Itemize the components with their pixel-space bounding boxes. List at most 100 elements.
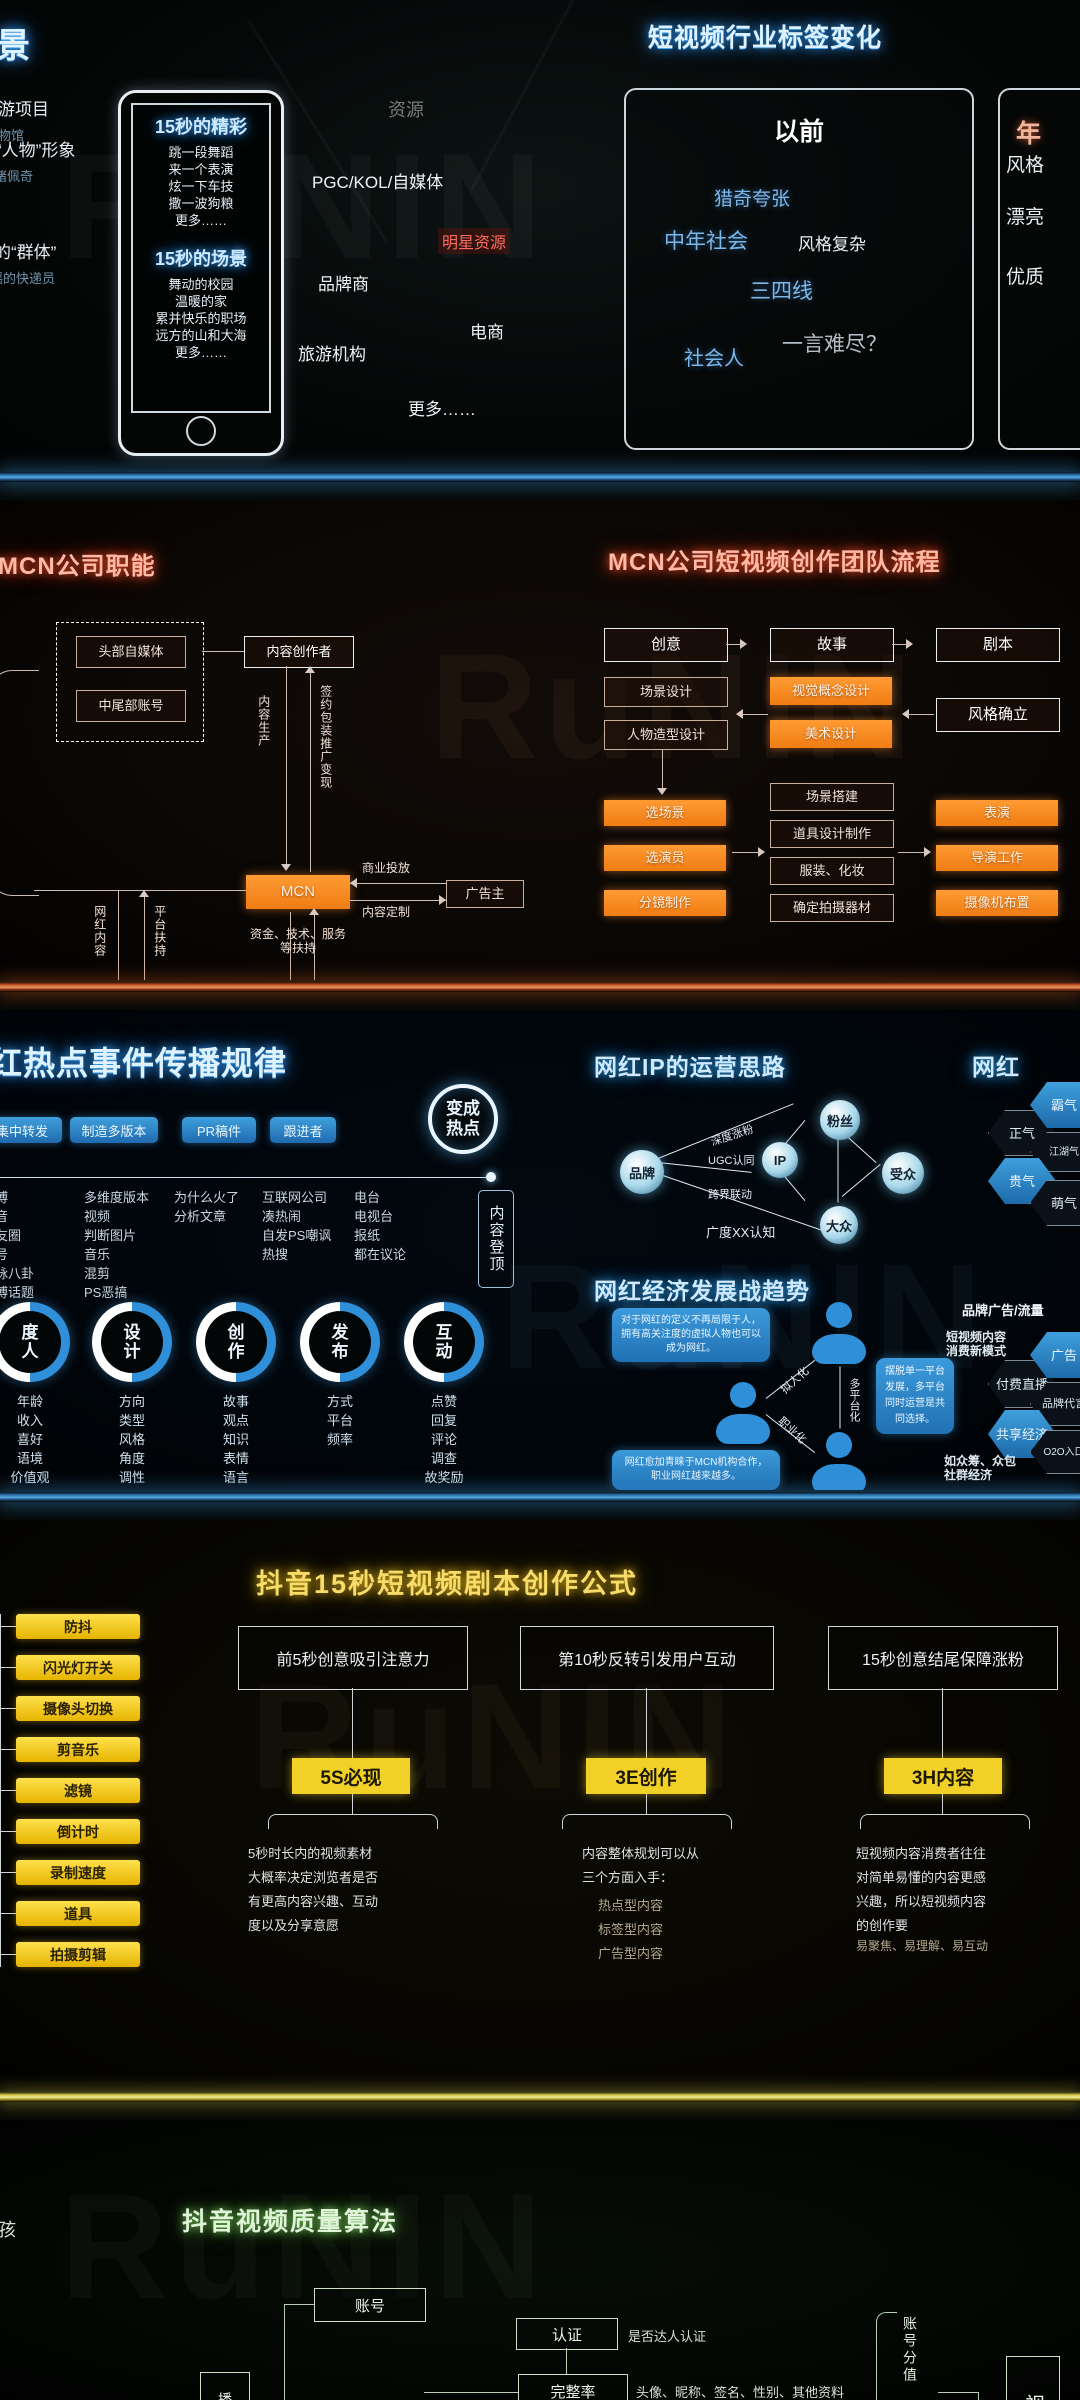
list-item: 脉脉八卦 [0, 1266, 35, 1281]
flow-box-choose-scene: 选场景 [604, 800, 726, 826]
band3-heading-right: 网红 [972, 1054, 1020, 1080]
ring-label-2: 创作 [205, 1311, 267, 1373]
connector [732, 852, 760, 853]
econ-bubble-1: 网红愈加青睐于MCN机构合作，职业网红越来越多。 [612, 1450, 780, 1490]
before-tag: 风格复杂 [798, 235, 866, 254]
arrow-up-icon [139, 890, 149, 897]
connector [118, 890, 119, 980]
body-line: 兴趣，所以短视频内容 [856, 1894, 987, 1909]
box-play: 播放 [200, 2372, 250, 2400]
phone-list-1-item: 撒一波狗粮 [168, 196, 234, 211]
band2-heading-right: MCN公司短视频创作团队流程 [608, 549, 941, 576]
flow-box-choose-actor: 选演员 [604, 845, 726, 871]
band5-left-text: 孩 [0, 2220, 16, 2240]
econ-bubble-0: 对于网红的定义不再局限于人，拥有高关注度的虚拟人物也可以成为网红。 [612, 1308, 770, 1362]
side-tick [0, 1913, 16, 1914]
before-title: 以前 [773, 118, 824, 146]
list-item: 评论 [430, 1432, 457, 1447]
ip-edge-label: 深度涨粉 [709, 1123, 756, 1149]
connector [892, 644, 910, 645]
formula-body-2: 短视频内容消费者往往 对简单易懂的内容更感 兴趣，所以短视频内容 的创作要 [856, 1842, 986, 1938]
list-item: 微博话题 [0, 1285, 35, 1300]
timeline [0, 1177, 490, 1178]
side-button[interactable]: 闪光灯开关 [16, 1655, 140, 1680]
side-button[interactable]: 录制速度 [16, 1860, 140, 1885]
phone-list-2-item: 温暖的家 [174, 294, 227, 309]
side-tick [0, 1667, 16, 1668]
list-item: 判断图片 [84, 1228, 137, 1243]
flow-box-equipment: 确定拍摄器材 [770, 894, 894, 922]
left-item-sub-2: 摇的快递员 [0, 271, 56, 286]
box-mid-tail-account: 中尾部账号 [76, 690, 186, 722]
algo-desc-0: 是否达人认证 [628, 2329, 707, 2344]
phone-screen: 15秒的精彩 跳一段舞蹈 来一个表演 炫一下车技 撒一波狗粮 更多…… 15秒的… [131, 103, 271, 413]
flow-box-props: 道具设计制作 [770, 820, 894, 848]
arrow-left-icon [350, 878, 357, 888]
resources-item: 电商 [470, 323, 504, 342]
side-button[interactable]: 道具 [16, 1901, 140, 1926]
now-title: 年 [1016, 120, 1042, 148]
algo-desc-1: 头像、昵称、签名、性别、其他资料 [636, 2385, 845, 2400]
side-button[interactable]: 拍摄剪辑 [16, 1942, 140, 1967]
person-icon [812, 1302, 866, 1364]
pill-item[interactable]: 跟进者 [270, 1117, 336, 1143]
body-line: 大概率决定浏览者是否 [248, 1870, 379, 1885]
pill-item[interactable]: PR稿件 [182, 1117, 256, 1143]
connector [424, 2392, 518, 2393]
hot-circle-label: 变成热点 [446, 1099, 480, 1138]
pill-item[interactable]: 制造多版本 [70, 1117, 158, 1143]
list-item: 混剪 [84, 1266, 111, 1281]
ring-4: 互动 [404, 1302, 484, 1382]
column-list-2: 为什么火了 分析文章 [174, 1188, 239, 1226]
phone-list-1-item: 炫一下车技 [168, 179, 234, 194]
band5-heading: 抖音视频质量算法 [182, 2208, 399, 2236]
formula-top-box-0: 前5秒创意吸引注意力 [238, 1626, 468, 1690]
ring-1: 设计 [92, 1302, 172, 1382]
before-tag: 中年社会 [664, 230, 748, 253]
phone-list-2-item: 远方的山和大海 [155, 328, 247, 343]
formula-sub-1: 热点型内容 标签型内容 广告型内容 [598, 1894, 663, 1966]
hot-circle: 变成热点 [428, 1084, 498, 1154]
ip-node-public: 大众 [820, 1206, 858, 1244]
connector [908, 714, 934, 715]
ring-label-0: 度人 [0, 1311, 61, 1373]
side-button[interactable]: 防抖 [16, 1614, 140, 1639]
band3-heading-left: 红热点事件传播规律 [0, 1045, 288, 1081]
list-item: 都在议论 [354, 1247, 407, 1262]
side-button[interactable]: 剪音乐 [16, 1737, 140, 1762]
ip-node-ip: IP [762, 1142, 798, 1178]
ring-caption-0: 年龄 收入 喜好 语境 价值观 [0, 1392, 66, 1487]
side-button[interactable]: 摄像头切换 [16, 1696, 140, 1721]
list-item: 收入 [16, 1413, 43, 1428]
label-funds-support: 资金、技术、服务等扶持 [249, 927, 346, 955]
band1-heading-left: 景 [0, 27, 31, 65]
side-button[interactable]: 滤镜 [16, 1778, 140, 1803]
algo-box-1: 完整率 [518, 2374, 628, 2400]
list-item: 回复 [430, 1413, 457, 1428]
list-item: 抖音 [0, 1209, 9, 1224]
connector [352, 1688, 353, 1758]
flow-box-director-work: 导演工作 [936, 845, 1058, 871]
arrow-right-icon [439, 895, 446, 905]
connector [898, 852, 926, 853]
ip-node-fans: 粉丝 [820, 1100, 860, 1140]
label-commercial: 商业投放 [362, 861, 411, 875]
econ-edge-label: 职业化 [775, 1415, 809, 1447]
side-button[interactable]: 倒计时 [16, 1819, 140, 1844]
phone-list-1-item: 更多…… [174, 213, 227, 228]
arrow-up-icon [309, 908, 319, 915]
pill-item[interactable]: 集中转发 [0, 1117, 62, 1143]
right-label-box: 视频质量 [1006, 2356, 1060, 2400]
hex-note-left: 短视频内容消费新模式 [946, 1330, 1007, 1358]
ring-caption-1: 方向 类型 风格 角度 调性 [96, 1392, 168, 1487]
list-item: 调性 [118, 1470, 145, 1485]
ip-node-brand: 品牌 [620, 1150, 664, 1194]
flow-box-camera-setup: 摄像机布置 [936, 890, 1058, 916]
connector [978, 2392, 979, 2400]
connector [314, 912, 315, 980]
now-tag: 漂亮 [1006, 207, 1045, 228]
flow-box-story: 故事 [770, 628, 894, 662]
phone-mockup: 15秒的精彩 跳一段舞蹈 来一个表演 炫一下车技 撒一波狗粮 更多…… 15秒的… [118, 90, 284, 456]
list-item: 风格 [118, 1432, 145, 1447]
left-item-sub-1: 猪佩奇 [0, 169, 34, 184]
